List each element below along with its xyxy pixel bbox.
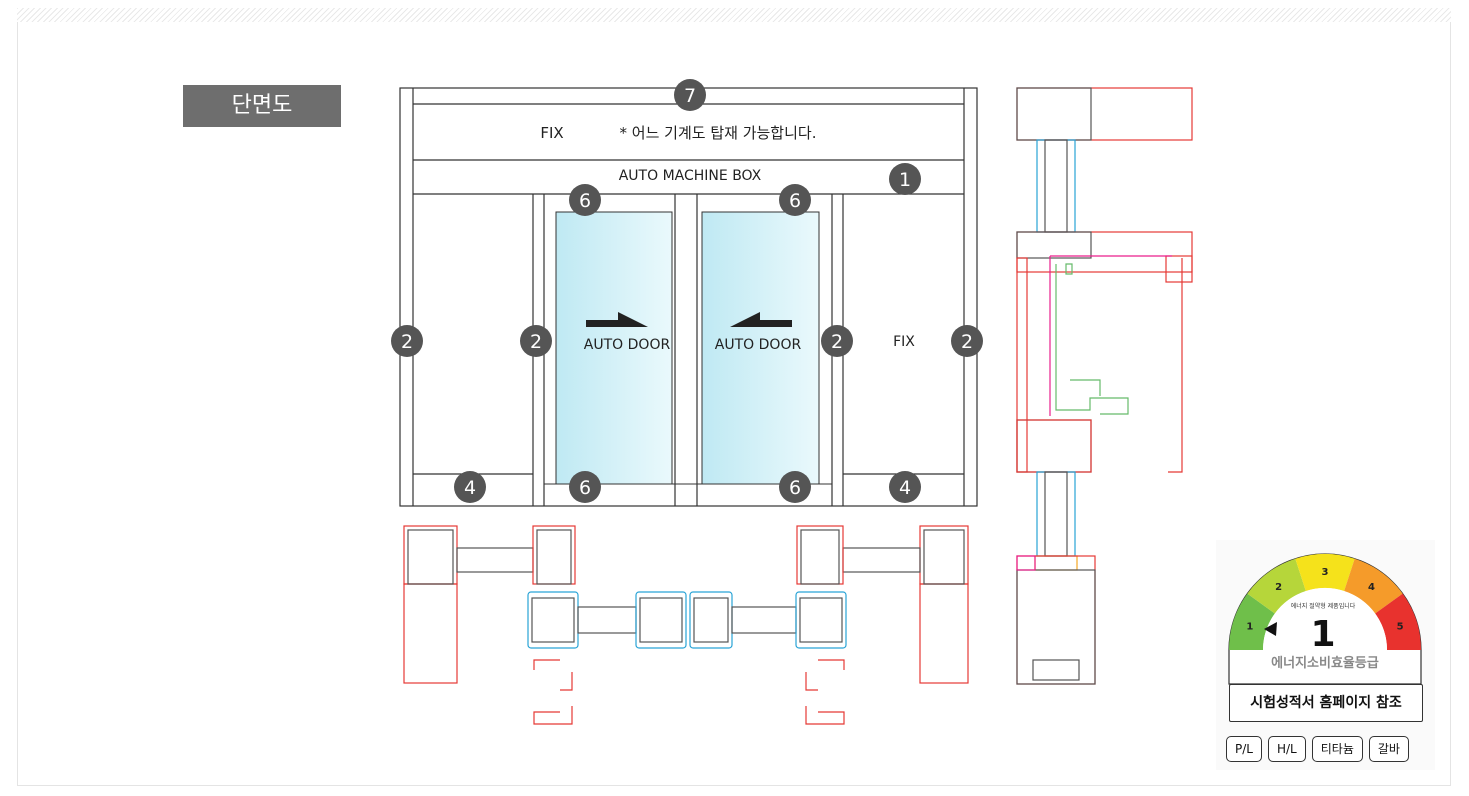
gauge-segment-2	[1247, 558, 1306, 614]
gauge-number-3: 3	[1322, 567, 1329, 578]
svg-text:6: 6	[579, 190, 591, 212]
marker-2: 2	[520, 325, 552, 357]
svg-text:2: 2	[831, 331, 843, 353]
svg-text:1: 1	[899, 169, 911, 191]
machine-box-label: AUTO MACHINE BOX	[619, 168, 762, 184]
door-left-label: AUTO DOOR	[584, 337, 671, 353]
energy-title: 에너지소비효율등급	[1271, 655, 1379, 671]
elevation-outer-frame	[399, 87, 978, 507]
chip-titanium[interactable]: 티타늄	[1311, 736, 1363, 762]
gauge-number-1: 1	[1246, 622, 1253, 633]
marker-4: 4	[889, 471, 921, 503]
energy-arc-text: 에너지 절약형 제품입니다	[1291, 602, 1356, 610]
marker-6: 6	[569, 471, 601, 503]
energy-grade: 1	[1310, 614, 1335, 655]
marker-2: 2	[951, 325, 983, 357]
horizontal-section	[403, 525, 969, 725]
svg-text:2: 2	[401, 331, 413, 353]
gauge-segment-1	[1229, 593, 1275, 650]
marker-4: 4	[454, 471, 486, 503]
marker-6: 6	[779, 471, 811, 503]
door-right-label: AUTO DOOR	[715, 337, 802, 353]
top-fix-label: FIX	[540, 124, 563, 142]
gauge-segment-4	[1344, 558, 1403, 614]
chip-hl[interactable]: H/L	[1267, 736, 1306, 762]
arrow-left-icon	[730, 312, 792, 327]
gauge-number-2: 2	[1275, 582, 1282, 593]
top-note: * 어느 기계도 탑재 가능합니다.	[620, 124, 817, 142]
svg-text:4: 4	[899, 477, 911, 499]
marker-1: 1	[889, 163, 921, 195]
svg-text:6: 6	[789, 477, 801, 499]
gauge-segment-3	[1295, 554, 1355, 592]
gauge-number-5: 5	[1397, 622, 1404, 633]
svg-text:2: 2	[961, 331, 973, 353]
marker-2: 2	[391, 325, 423, 357]
pointer-arrow-icon	[1264, 622, 1277, 636]
svg-text:2: 2	[530, 331, 542, 353]
side-fix-label: FIX	[893, 334, 915, 350]
energy-rating-badge: 1 2 3 4 5 1 에너지 절약형 제품입니다 에너지소비효율등급	[1216, 540, 1435, 770]
section-title: 단면도	[183, 85, 341, 127]
material-chips: P/L H/L 티타늄 갈바	[1226, 736, 1409, 762]
svg-text:4: 4	[464, 477, 476, 499]
hatched-top-border	[17, 8, 1451, 22]
energy-note: 시험성적서 홈페이지 참조	[1229, 684, 1423, 722]
marker-6: 6	[569, 184, 601, 216]
vertical-section	[1016, 87, 1193, 685]
chip-galva[interactable]: 갈바	[1368, 736, 1409, 762]
door-elevation	[399, 87, 978, 507]
svg-text:7: 7	[684, 85, 696, 107]
svg-text:6: 6	[579, 477, 591, 499]
svg-text:6: 6	[789, 190, 801, 212]
marker-7: 7	[674, 79, 706, 111]
marker-6: 6	[779, 184, 811, 216]
marker-group: 7 1 6 6 2 2 2 2 4 6 6 4	[391, 79, 983, 503]
gauge-number-4: 4	[1368, 582, 1375, 593]
chip-pl[interactable]: P/L	[1226, 736, 1262, 762]
marker-2: 2	[821, 325, 853, 357]
gauge-segment-5	[1375, 593, 1421, 650]
arrow-right-icon	[586, 312, 648, 327]
